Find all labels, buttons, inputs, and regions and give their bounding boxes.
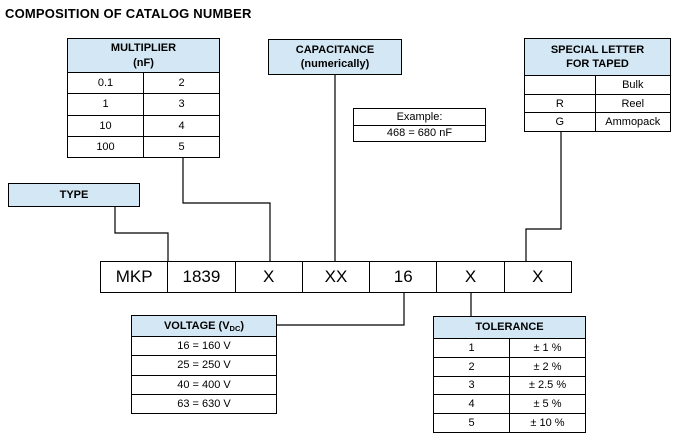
voltage-table: VOLTAGE (VDC) 16 = 160 V 25 = 250 V 40 =… [131, 315, 277, 414]
catalog-cell-multiplier: X [234, 262, 302, 292]
catalog-cell-series: 1839 [167, 262, 234, 292]
special-letter-code: R [555, 97, 564, 110]
special-letter-table: SPECIAL LETTER FOR TAPED Bulk R Reel G A… [524, 38, 671, 132]
multiplier-code: 2 [143, 73, 219, 94]
voltage-row-value: 25 = 250 V [177, 359, 231, 372]
connector-special-letter [525, 132, 562, 262]
table-row: 2 ± 2 % [434, 356, 585, 376]
special-letter-meaning: Bulk [594, 76, 670, 94]
multiplier-value: 100 [96, 140, 115, 153]
example-label: Example: [396, 110, 443, 123]
voltage-row-value: 16 = 160 V [177, 340, 231, 353]
catalog-cell-tolerance: X [436, 262, 503, 292]
table-row: 0.1 2 [68, 73, 219, 94]
special-letter-header-line2: FOR TAPED [566, 58, 629, 70]
tolerance-code: 1 [468, 341, 475, 354]
table-row: 4 ± 5 % [434, 394, 585, 414]
voltage-row-value: 40 = 400 V [177, 378, 231, 391]
catalog-number-row: MKP 1839 X XX 16 X X [100, 261, 572, 293]
table-row: 468 = 680 nF [354, 124, 485, 142]
multiplier-header-line2: (nF) [133, 56, 154, 69]
capacitance-line2: (numerically) [300, 58, 370, 70]
capacitance-label-box: CAPACITANCE (numerically) [268, 39, 402, 75]
special-letter-code [525, 76, 595, 94]
voltage-header-main: VOLTAGE (VDC) [163, 319, 245, 333]
special-letter-code: G [555, 116, 565, 129]
catalog-cell-special-letter: X [503, 262, 571, 292]
tolerance-header-label: TOLERANCE [475, 321, 544, 334]
voltage-row-value: 63 = 630 V [177, 397, 231, 410]
multiplier-value: 0.1 [97, 77, 114, 90]
connector-type [114, 207, 169, 262]
table-row: 1 ± 1 % [434, 339, 585, 357]
tolerance-value: ± 5 % [509, 395, 585, 414]
connector-multiplier [182, 158, 271, 262]
type-label-box: TYPE [8, 183, 140, 207]
multiplier-header-line1: MULTIPLIER [110, 42, 177, 55]
voltage-header: VOLTAGE (VDC) [132, 316, 276, 337]
special-letter-header-line1: SPECIAL LETTER [550, 43, 645, 56]
table-row: 63 = 630 V [132, 393, 276, 413]
table-row: 100 5 [68, 135, 219, 157]
catalog-cell-capacitance: XX [301, 262, 369, 292]
special-letter-meaning: Ammopack [594, 113, 670, 132]
table-row: 3 ± 2.5 % [434, 375, 585, 395]
tolerance-code: 2 [468, 360, 475, 373]
tolerance-header: TOLERANCE [434, 317, 585, 339]
multiplier-code: 4 [143, 115, 219, 136]
capacitance-line1: CAPACITANCE [295, 43, 375, 56]
example-value: 468 = 680 nF [386, 127, 453, 140]
multiplier-table: MULTIPLIER (nF) 0.1 2 1 3 10 4 100 5 [67, 38, 220, 158]
tolerance-table: TOLERANCE 1 ± 1 % 2 ± 2 % 3 ± 2.5 % 4 ± … [433, 316, 586, 433]
tolerance-value: ± 10 % [509, 414, 585, 432]
table-row: R Reel [525, 93, 670, 113]
tolerance-value: ± 2 % [509, 357, 585, 376]
catalog-cell-type: MKP [115, 267, 153, 286]
tolerance-value: ± 2.5 % [509, 376, 585, 395]
example-box: Example: 468 = 680 nF [353, 108, 486, 142]
table-row: 16 = 160 V [132, 337, 276, 355]
table-row: 1 3 [68, 93, 219, 115]
tolerance-code: 3 [468, 379, 475, 392]
multiplier-value: 1 [102, 98, 109, 111]
table-row: 40 = 400 V [132, 374, 276, 394]
table-row: Bulk [525, 76, 670, 94]
tolerance-value: ± 1 % [509, 339, 585, 357]
special-letter-header: SPECIAL LETTER FOR TAPED [525, 39, 670, 76]
table-row: 25 = 250 V [132, 355, 276, 374]
special-letter-meaning: Reel [594, 94, 670, 113]
table-row: Example: [354, 109, 485, 125]
tolerance-code: 4 [468, 398, 475, 411]
table-row: 5 ± 10 % [434, 413, 585, 432]
multiplier-code: 5 [143, 136, 219, 157]
connector-voltage [277, 292, 405, 326]
table-row: G Ammopack [525, 112, 670, 132]
tolerance-code: 5 [468, 417, 475, 430]
voltage-header-subscript: DC [229, 323, 241, 333]
multiplier-value: 10 [99, 119, 112, 132]
table-row: 10 4 [68, 114, 219, 136]
multiplier-header: MULTIPLIER (nF) [68, 39, 219, 73]
type-label: TYPE [59, 188, 89, 201]
multiplier-code: 3 [143, 94, 219, 115]
catalog-cell-voltage: 16 [369, 262, 436, 292]
page-title: COMPOSITION OF CATALOG NUMBER [5, 6, 252, 21]
